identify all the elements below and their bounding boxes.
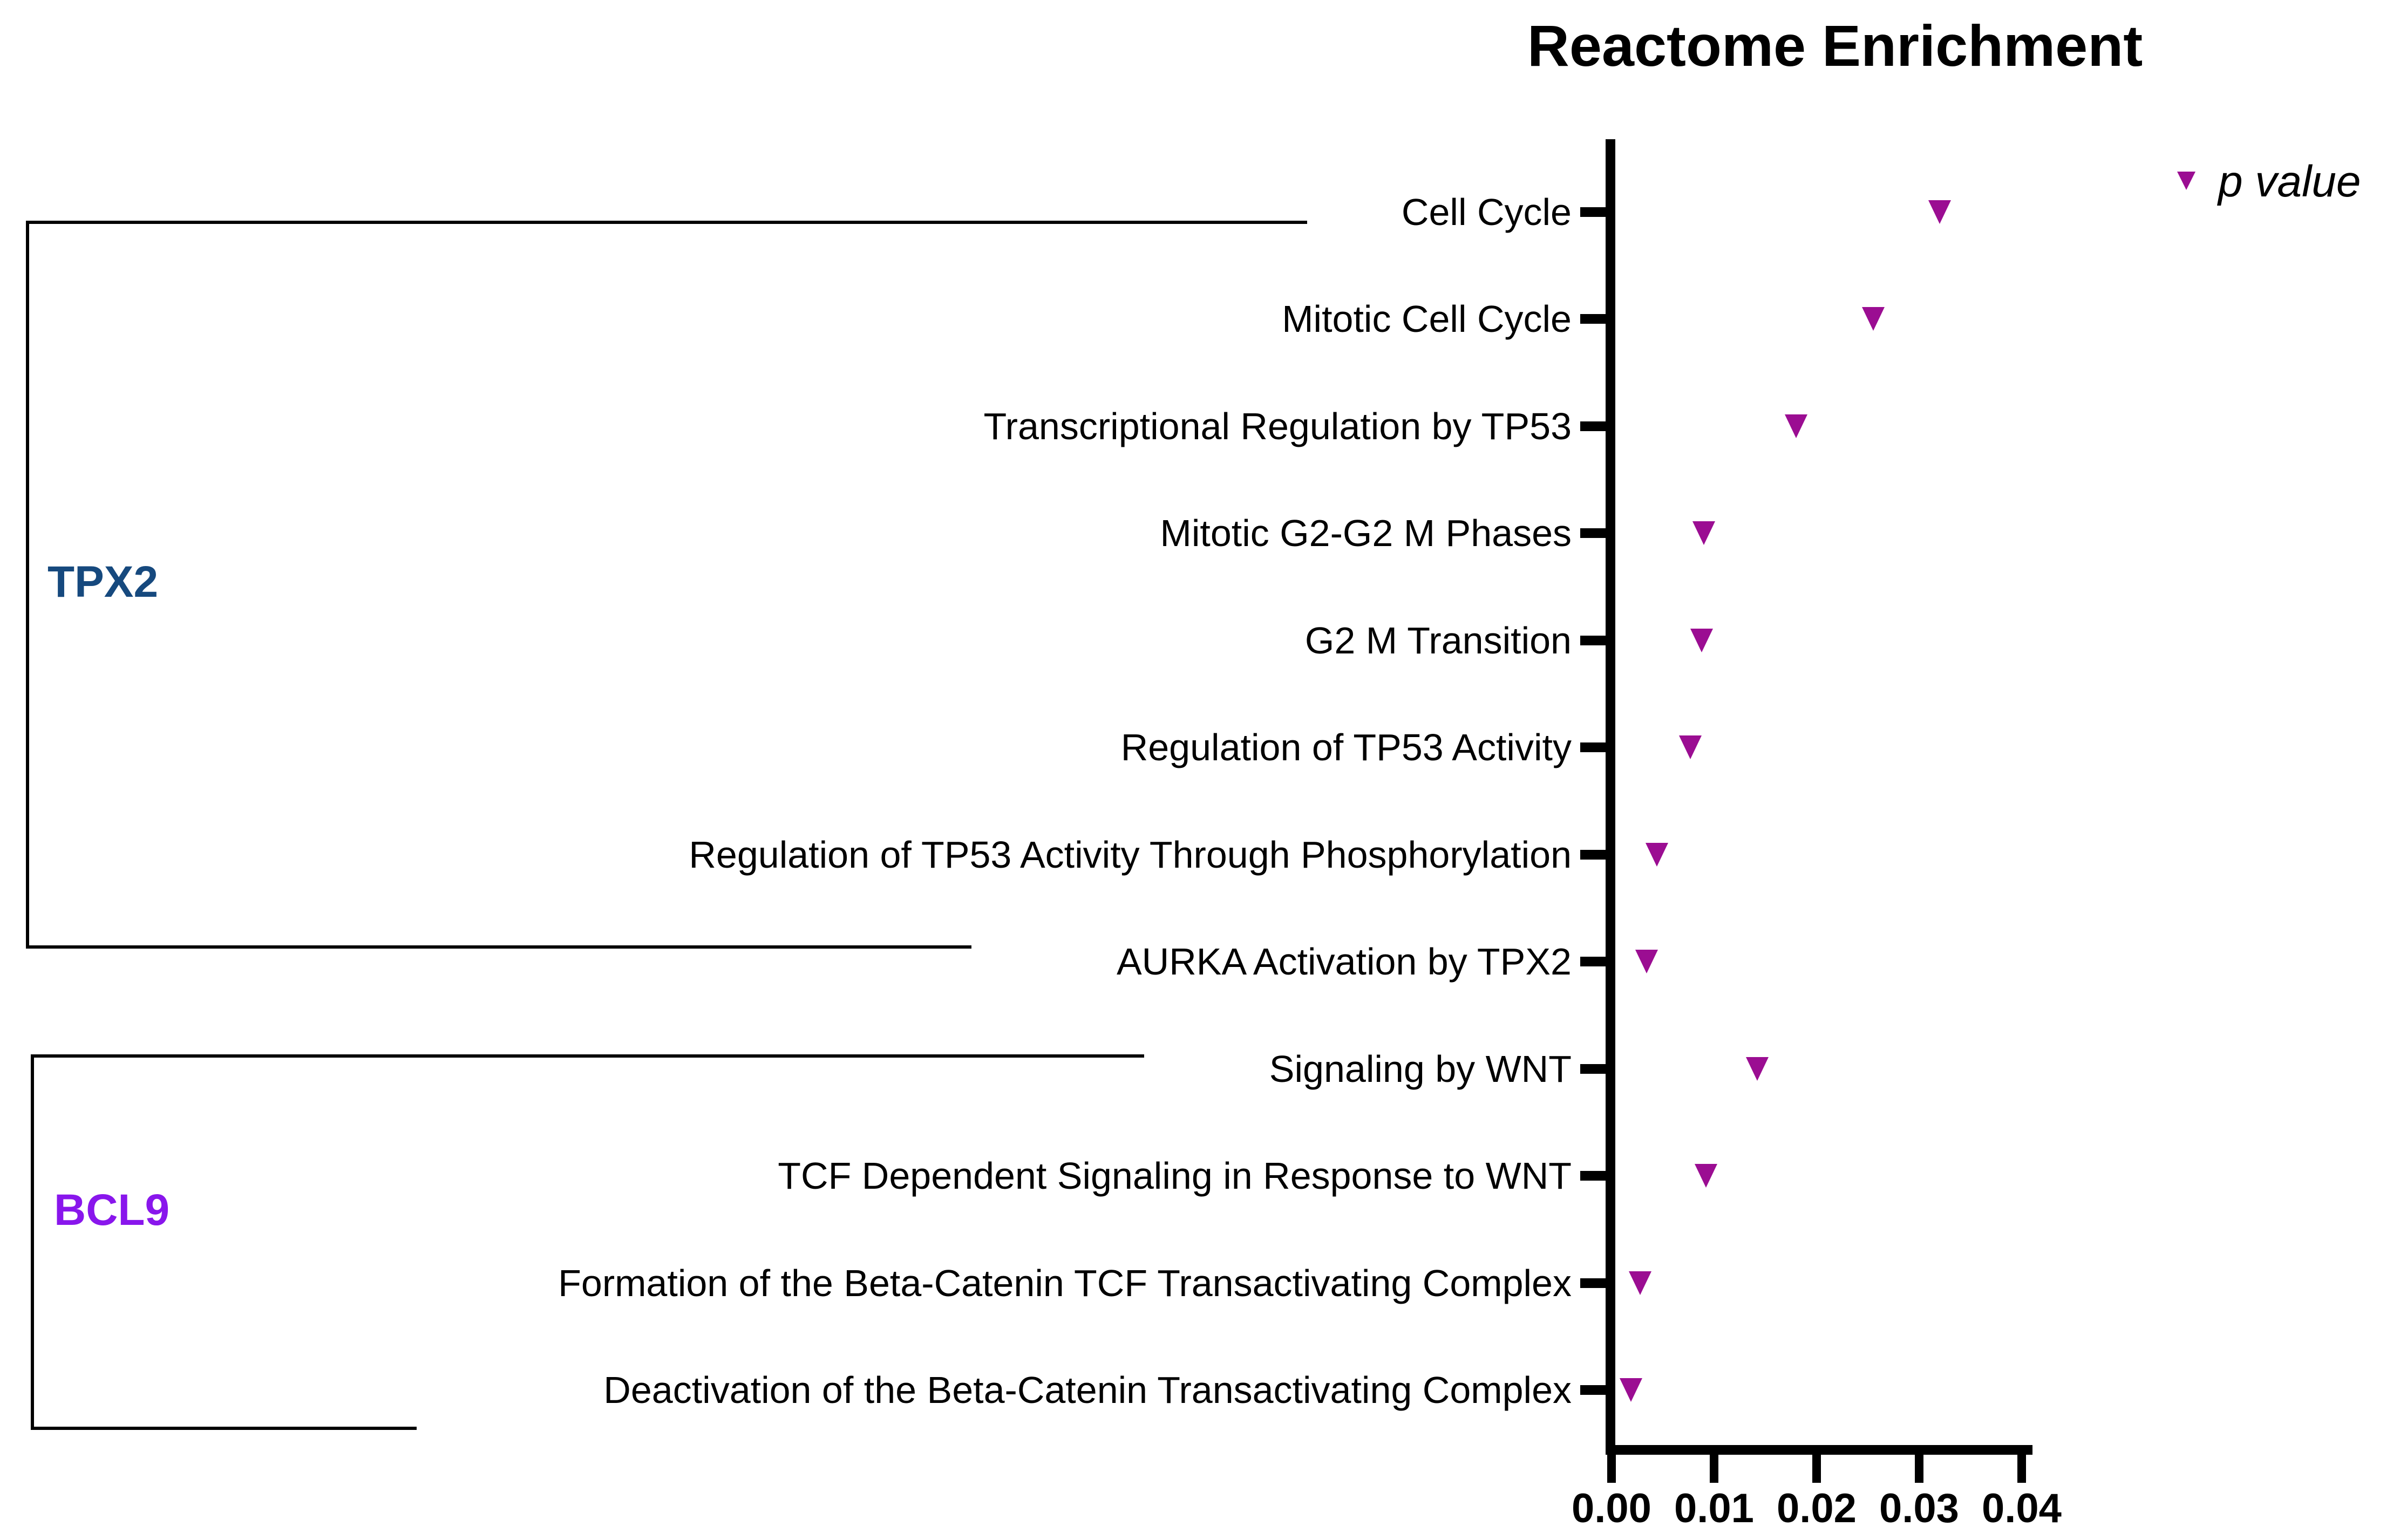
- data-point-triangle-icon: [1695, 1164, 1717, 1188]
- group-label-bcl9: BCL9: [54, 1185, 170, 1235]
- data-point-triangle-icon: [1620, 1378, 1642, 1402]
- data-point-triangle-icon: [1746, 1057, 1769, 1081]
- bracket-line: [26, 221, 1307, 224]
- x-tick-label: 0.01: [1674, 1486, 1754, 1531]
- category-label: Formation of the Beta-Catenin TCF Transa…: [558, 1262, 1572, 1304]
- group-label-tpx2: TPX2: [47, 557, 159, 607]
- data-point-triangle-icon: [1679, 735, 1702, 759]
- data-point-triangle-icon: [1646, 843, 1668, 867]
- x-tick-mark: [1710, 1455, 1718, 1483]
- data-point-triangle-icon: [1629, 1271, 1651, 1295]
- category-label: Cell Cycle: [1401, 191, 1572, 233]
- y-tick-mark: [1580, 528, 1607, 538]
- y-tick-mark: [1580, 1385, 1607, 1395]
- x-tick-mark: [1915, 1455, 1923, 1483]
- legend-triangle-down-icon: [2177, 172, 2195, 190]
- bracket-line: [31, 1054, 34, 1430]
- x-tick-label: 0.02: [1777, 1486, 1857, 1531]
- category-label: Deactivation of the Beta-Catenin Transac…: [603, 1369, 1572, 1411]
- y-tick-mark: [1580, 314, 1607, 324]
- bracket-line: [31, 1427, 417, 1430]
- y-tick-mark: [1580, 1171, 1607, 1181]
- category-label: Regulation of TP53 Activity: [1120, 726, 1572, 768]
- data-point-triangle-icon: [1690, 629, 1713, 652]
- category-label: Signaling by WNT: [1269, 1048, 1572, 1090]
- data-point-triangle-icon: [1785, 414, 1807, 438]
- legend-label: p value: [2218, 157, 2361, 206]
- category-label: G2 M Transition: [1304, 619, 1572, 662]
- y-tick-mark: [1580, 742, 1607, 752]
- category-label: Mitotic Cell Cycle: [1282, 298, 1572, 340]
- bracket-line: [26, 221, 29, 949]
- data-point-triangle-icon: [1928, 200, 1951, 224]
- category-label: Transcriptional Regulation by TP53: [983, 405, 1572, 447]
- x-tick-mark: [1607, 1455, 1616, 1483]
- y-tick-mark: [1580, 207, 1607, 217]
- y-tick-mark: [1580, 636, 1607, 645]
- y-tick-mark: [1580, 1278, 1607, 1288]
- bracket-line: [26, 945, 971, 949]
- x-tick-label: 0.04: [1982, 1486, 2062, 1531]
- y-axis-line: [1606, 139, 1615, 1454]
- category-label: TCF Dependent Signaling in Response to W…: [778, 1155, 1572, 1197]
- y-tick-mark: [1580, 1064, 1607, 1074]
- data-point-triangle-icon: [1692, 521, 1715, 545]
- category-label: Regulation of TP53 Activity Through Phos…: [689, 834, 1572, 876]
- y-tick-mark: [1580, 850, 1607, 860]
- y-tick-mark: [1580, 421, 1607, 431]
- x-tick-mark: [2017, 1455, 2026, 1483]
- category-label: AURKA Activation by TPX2: [1116, 941, 1572, 983]
- category-label: Mitotic G2-G2 M Phases: [1160, 512, 1572, 554]
- x-tick-mark: [1812, 1455, 1821, 1483]
- x-axis-line: [1606, 1445, 2032, 1455]
- x-tick-label: 0.00: [1572, 1486, 1651, 1531]
- data-point-triangle-icon: [1862, 307, 1885, 331]
- x-tick-label: 0.03: [1879, 1486, 1959, 1531]
- chart-title: Reactome Enrichment: [1527, 13, 2143, 78]
- y-tick-mark: [1580, 957, 1607, 966]
- data-point-triangle-icon: [1635, 950, 1658, 973]
- bracket-line: [31, 1054, 1144, 1058]
